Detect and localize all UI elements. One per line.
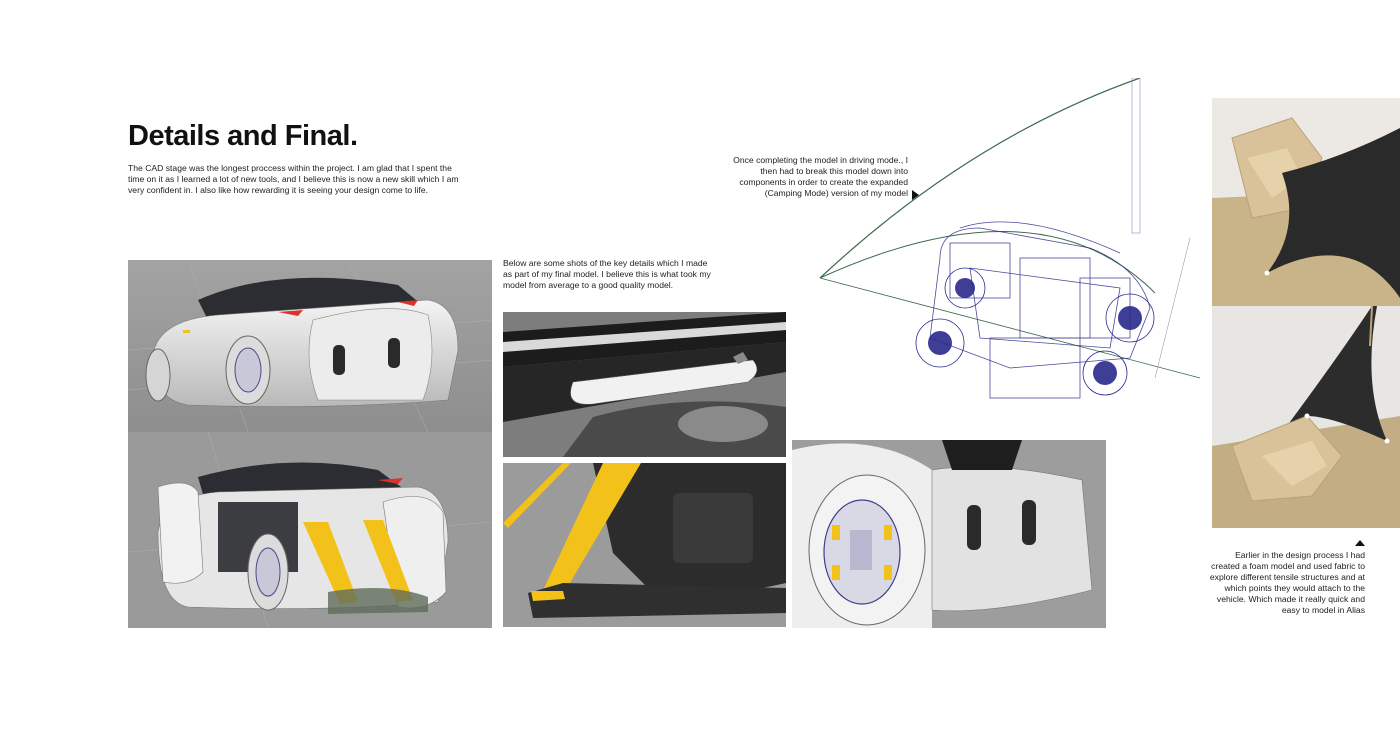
intro-paragraph: The CAD stage was the longest proccess w… (128, 163, 459, 195)
page-title: Details and Final. (128, 120, 358, 152)
triangle-right-icon (912, 190, 919, 200)
cad-render-rear-three-quarter (128, 260, 492, 432)
details-paragraph: Below are some shots of the key details … (503, 258, 711, 290)
detail-shot-yellow-strap (503, 463, 786, 627)
foam-model-paragraph: Earlier in the design process I had crea… (1209, 550, 1365, 615)
detail-shot-light-bar (503, 312, 786, 457)
wireframe-expanded-model (790, 78, 1210, 438)
detail-shot-wheel (792, 440, 1106, 628)
foam-model-photo-bottom (1212, 306, 1400, 528)
foam-model-photo-top (1212, 98, 1400, 306)
cad-render-open-doors (128, 432, 492, 628)
triangle-up-icon (1355, 540, 1365, 546)
expanded-mode-paragraph: Once completing the model in driving mod… (733, 155, 908, 198)
